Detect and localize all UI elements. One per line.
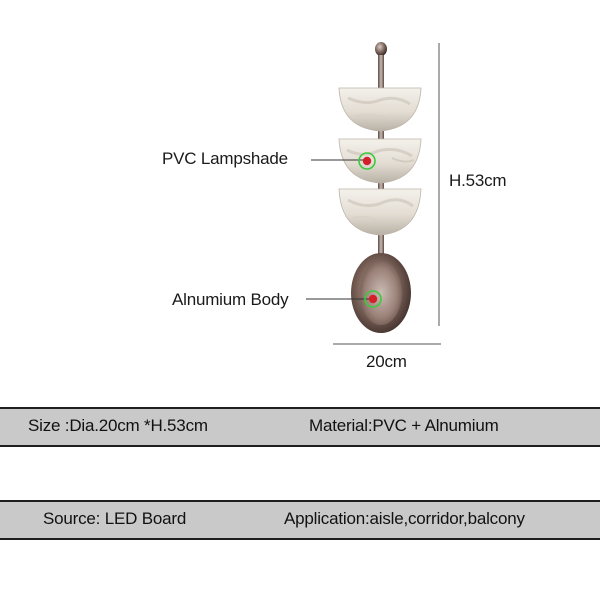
- product-diagram: PVC Lampshade Alnumium Body H.53cm 20cm: [162, 42, 507, 371]
- finial-top: [375, 42, 387, 56]
- callout-label-body: Alnumium Body: [172, 290, 289, 309]
- lamp-body-face: [360, 261, 402, 325]
- spec-band-2: Source: LED Board Application:aisle,corr…: [0, 500, 600, 540]
- height-label: H.53cm: [449, 171, 507, 190]
- spec-size: Size :Dia.20cm *H.53cm: [28, 416, 208, 435]
- lamp-illustration: [306, 42, 441, 345]
- spec-application: Application:aisle,corridor,balcony: [284, 509, 525, 528]
- marker-body: [364, 290, 382, 308]
- shade-middle: [338, 138, 422, 184]
- callout-label-lampshade: PVC Lampshade: [162, 149, 288, 168]
- shade-top: [338, 87, 422, 132]
- spec-material: Material:PVC + Alnumium: [309, 416, 499, 435]
- shade-bottom: [338, 188, 422, 236]
- marker-shade: [358, 152, 376, 170]
- spec-band-1: Size :Dia.20cm *H.53cm Material:PVC + Al…: [0, 407, 600, 447]
- width-label: 20cm: [366, 352, 407, 371]
- spec-source: Source: LED Board: [43, 509, 187, 528]
